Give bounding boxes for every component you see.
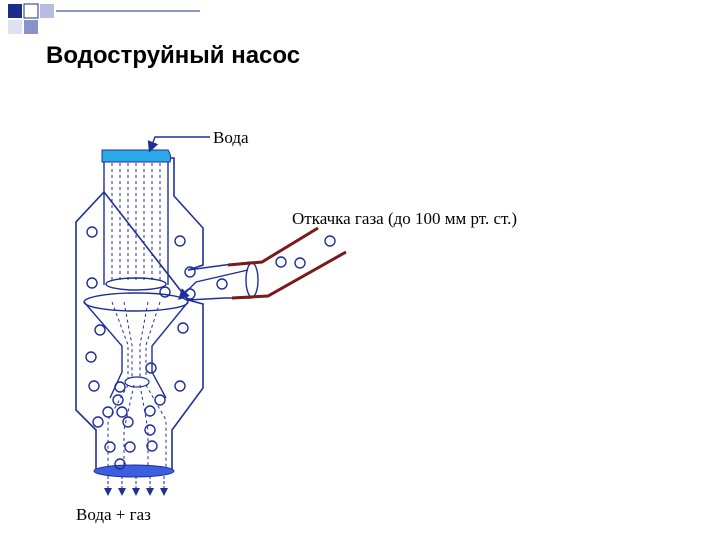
gas-evacuation-line-upper	[227, 226, 319, 267]
gas-evacuation-line-lower	[231, 250, 347, 300]
mixing-throat	[83, 301, 189, 399]
corner-square-light	[24, 20, 38, 34]
label-water-in: Вода	[213, 128, 249, 147]
corner-square-dark	[23, 3, 39, 19]
gas-bubbles	[85, 226, 336, 470]
outlet-section	[93, 464, 175, 478]
gas-label-arrow	[178, 269, 249, 300]
outlet-arrows	[104, 476, 168, 496]
branch-pipe-section	[245, 262, 259, 298]
label-gas-pumping: Откачка газа (до 100 мм рт. ст.)	[292, 209, 517, 228]
corner-square-dark	[8, 4, 22, 18]
mixing-chamber-rim	[83, 292, 189, 312]
label-water-gas-out: Вода + газ	[76, 505, 151, 524]
corner-decoration	[8, 3, 200, 34]
water-label-arrow	[147, 136, 210, 153]
water-jet-streams	[111, 163, 161, 282]
nozzle-outlet-section	[105, 277, 167, 291]
corner-square-faint	[8, 20, 22, 34]
throat-section	[124, 376, 150, 388]
water-inlet-cap	[101, 149, 172, 163]
slide-title: Водоструйный насос	[46, 42, 301, 69]
corner-square-light	[40, 4, 54, 18]
water-nozzle	[103, 162, 169, 285]
